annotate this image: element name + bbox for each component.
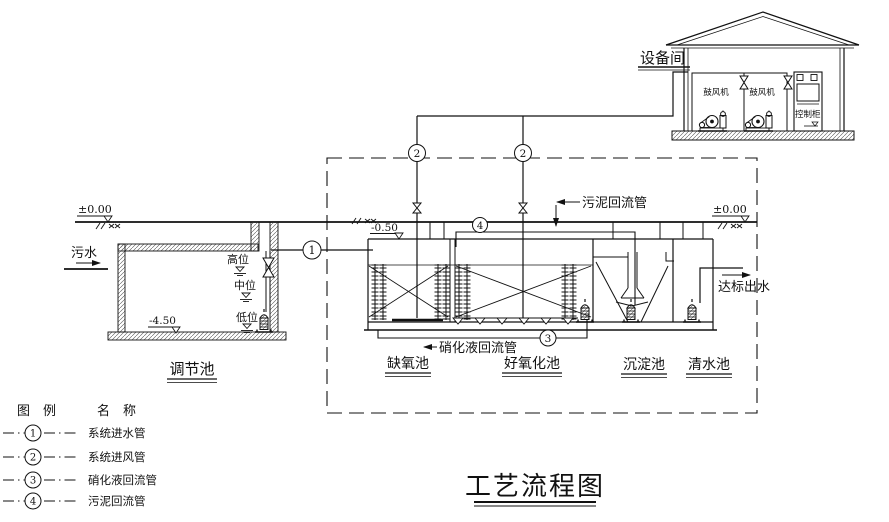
- clear-water-pump: [682, 298, 702, 323]
- blower-left: [697, 109, 728, 132]
- ground-line: [75, 217, 757, 230]
- svg-text:系统进水管: 系统进水管: [88, 426, 146, 440]
- control-cabinet-label: 控制柜: [795, 109, 821, 120]
- influent-label: 污水: [64, 246, 108, 270]
- svg-text:缺氧池: 缺氧池: [387, 356, 429, 372]
- sludge-return-pump: [621, 298, 641, 323]
- svg-text:低位: 低位: [236, 310, 258, 324]
- svg-text:2: 2: [30, 453, 36, 464]
- regulation-tank: 污水 高位 中位 低位 -4.50: [64, 221, 287, 341]
- svg-text:高位: 高位: [227, 252, 249, 266]
- blower-right-label: 鼓风机: [749, 87, 775, 98]
- svg-text:设备间: 设备间: [640, 49, 685, 67]
- elevation-water-top: -0.50: [370, 222, 404, 240]
- pipe-marker-4: 4: [477, 221, 483, 232]
- pipe-marker-1: 1: [309, 244, 316, 257]
- sludge-return-pipe: 4 污泥回流管: [455, 196, 647, 305]
- elevation-label: ±0.00: [78, 203, 112, 216]
- effluent-label: 达标出水: [718, 280, 770, 295]
- regulation-tank-label: 调节池: [167, 360, 217, 383]
- water-level-middle: 中位: [234, 278, 256, 302]
- legend-header-name: 名 称: [97, 403, 136, 419]
- air-supply-pipes: 2 2: [408, 71, 688, 318]
- blower-right: [743, 109, 774, 132]
- clear-water-tank-label: 清水池: [686, 357, 732, 378]
- nitrified-return-label: 硝化液回流管: [439, 341, 517, 356]
- effluent-outlet: 达标出水: [699, 267, 770, 303]
- control-cabinet: 控制柜: [793, 71, 823, 132]
- aerobic-recycle-pump: [575, 298, 595, 323]
- air-valve-left: [412, 202, 422, 214]
- legend-item-3: 3 硝化液回流管: [3, 471, 157, 489]
- elevation-ground-right: ±0.00: [712, 203, 750, 223]
- svg-text:中位: 中位: [234, 278, 256, 292]
- legend-item-2: 2 系统进风管: [3, 448, 146, 466]
- svg-text:沉淀池: 沉淀池: [623, 357, 665, 373]
- equipment-room-label: 设备间: [638, 49, 690, 71]
- legend: 图 例 名 称 1 系统进水管 2 系统进风管 3 硝化液回流管 4 污泥回流管: [3, 403, 157, 510]
- nitrified-return-pipe: 3 硝化液回流管: [377, 320, 588, 356]
- legend-header-symbol: 图 例: [17, 404, 56, 419]
- pipe-marker-3: 3: [545, 333, 552, 345]
- water-level-high: 高位: [227, 252, 249, 276]
- legend-item-1: 1 系统进水管: [3, 424, 146, 442]
- elevation-label: ±0.00: [713, 203, 747, 216]
- pipe-marker-2b: 2: [520, 148, 527, 160]
- anoxic-tank-label: 缺氧池: [385, 356, 431, 377]
- legend-item-4: 4 污泥回流管: [3, 492, 146, 510]
- blower-left-label: 鼓风机: [703, 87, 729, 98]
- svg-text:污水: 污水: [71, 246, 97, 261]
- sludge-return-label: 污泥回流管: [582, 196, 647, 211]
- treatment-tanks: [364, 222, 717, 331]
- elevation-ground-left: ±0.00: [77, 203, 113, 223]
- elevation-tank-bottom: -4.50: [148, 315, 181, 334]
- air-valve-right: [518, 202, 528, 214]
- tank-name-labels: 调节池 缺氧池 好氧化池 沉淀池 清水池: [167, 356, 732, 383]
- svg-text:工艺流程图: 工艺流程图: [465, 472, 605, 502]
- svg-text:1: 1: [30, 429, 36, 440]
- svg-text:4: 4: [30, 497, 36, 508]
- svg-text:好氧化池: 好氧化池: [504, 356, 560, 372]
- svg-text:-4.50: -4.50: [149, 315, 176, 327]
- pipe-marker-2a: 2: [414, 148, 421, 160]
- water-level-low: 低位: [236, 310, 258, 333]
- svg-text:硝化液回流管: 硝化液回流管: [88, 473, 157, 487]
- drawing-title: 工艺流程图: [465, 472, 605, 507]
- svg-text:-0.50: -0.50: [371, 222, 398, 234]
- battery-limit-boundary: [326, 157, 758, 414]
- check-valve-left: [739, 75, 749, 90]
- svg-text:调节池: 调节池: [169, 360, 214, 378]
- sedimentation-tank-label: 沉淀池: [621, 357, 667, 378]
- check-valve-right: [783, 75, 793, 90]
- svg-text:3: 3: [30, 476, 36, 487]
- aerobic-tank-label: 好氧化池: [502, 356, 562, 377]
- influent-pipe: 1: [271, 240, 373, 260]
- svg-text:系统进风管: 系统进风管: [88, 450, 146, 464]
- riser-valve: [262, 257, 275, 278]
- air-diffusers: [452, 317, 574, 325]
- svg-text:清水池: 清水池: [688, 357, 730, 373]
- svg-text:污泥回流管: 污泥回流管: [88, 494, 146, 508]
- equipment-room: 设备间 鼓风机 鼓风机 控制柜: [638, 11, 860, 141]
